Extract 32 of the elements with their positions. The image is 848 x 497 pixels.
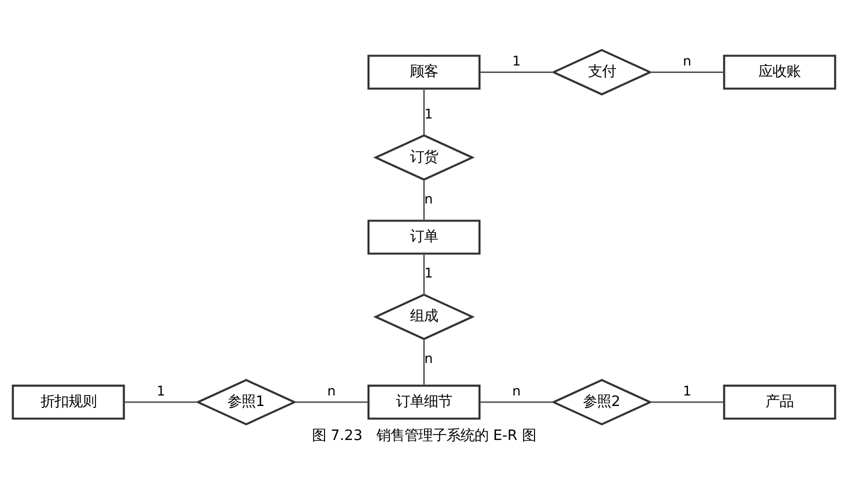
node-box: 顾客	[367, 54, 481, 90]
caption: 图 7.23 销售管理子系统的 E-R 图	[312, 427, 536, 444]
edge-label: 1	[156, 384, 166, 399]
connector	[423, 179, 425, 220]
connector	[423, 253, 425, 294]
edge-label: n	[682, 54, 692, 69]
edge-label: n	[424, 351, 433, 366]
edge-label: 1	[424, 106, 433, 122]
node-diamond: 参照1	[195, 378, 297, 425]
edge-label: 1	[424, 266, 433, 282]
node-box: 折扣规则	[12, 384, 125, 420]
node-box: 应收账	[723, 54, 836, 90]
edge-label: n	[512, 384, 521, 399]
node-diamond: 订货	[373, 134, 475, 180]
node-diamond: 参照2	[551, 378, 653, 425]
edge-label: n	[424, 192, 433, 208]
connector	[650, 70, 724, 72]
edge-label: 1	[682, 384, 692, 399]
connector	[294, 400, 368, 402]
connector	[480, 70, 554, 72]
connector	[423, 88, 425, 135]
edge-label: n	[327, 384, 336, 399]
connector	[650, 400, 724, 402]
edge-label: 1	[512, 54, 521, 69]
node-diamond: 组成	[373, 293, 475, 340]
connector	[423, 338, 425, 386]
connector	[124, 400, 198, 402]
connector	[480, 400, 554, 402]
node-diamond: 支付	[551, 48, 653, 95]
node-box: 订单细节	[367, 384, 481, 420]
node-box: 产品	[723, 384, 836, 420]
node-box: 订单	[367, 219, 481, 254]
